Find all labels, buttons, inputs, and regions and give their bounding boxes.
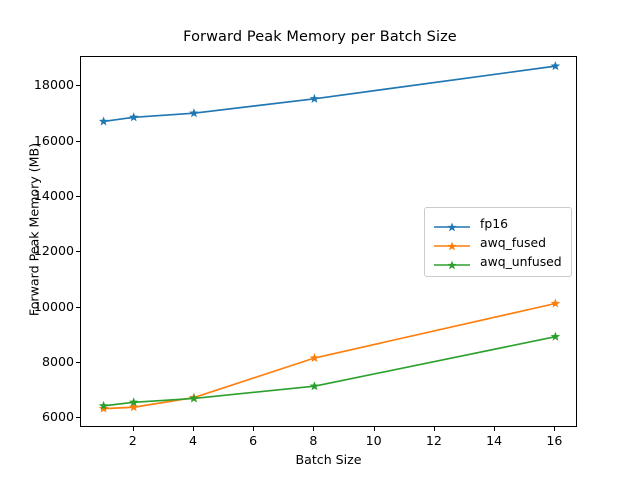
series-fp16 [98,61,561,126]
series-awq_fused [98,298,561,413]
x-tick-mark [253,427,255,431]
x-tick-mark [494,427,496,431]
y-tick-mark [76,85,80,87]
x-tick-label: 8 [309,433,318,448]
legend-label-awq-fused: awq_fused [480,234,546,250]
data-point-marker [128,112,139,122]
data-lines-svg [98,61,561,413]
legend-line-swatch [433,256,471,269]
legend-label-awq-unfused: awq_unfused [480,253,562,269]
y-tick-label: 16000 [33,132,74,148]
data-point-marker [128,397,139,407]
chart-title: Forward Peak Memory per Batch Size [183,29,457,45]
y-tick-label: 6000 [41,409,74,425]
x-tick-mark [433,427,435,431]
series-awq_unfused [98,331,561,410]
x-tick-label: 10 [365,433,382,448]
data-point-marker [98,403,109,413]
x-tick-label: 14 [486,433,503,448]
legend-line-swatch [433,218,471,231]
y-tick-label: 14000 [33,187,74,203]
y-tick-mark [76,361,80,364]
x-axis-label: Batch Size [295,452,362,467]
x-tick-label: 16 [546,433,563,448]
legend-item: awq_unfused [433,252,563,271]
series-line [102,65,557,123]
y-tick-label: 8000 [41,353,74,369]
x-tick-mark [192,427,194,431]
legend-line-swatch [433,237,471,250]
x-tick-label: 2 [128,433,137,448]
legend-item: fp16 [433,214,563,233]
y-tick-label: 10000 [33,298,74,314]
y-tick-label: 18000 [33,77,74,93]
series-line [102,335,557,407]
data-point-marker [550,61,561,71]
data-point-marker [98,116,109,126]
x-tick-label: 4 [188,433,197,448]
x-tick-mark [554,427,556,431]
y-tick-label: 12000 [33,243,74,259]
y-tick-mark [76,251,80,253]
data-point-marker [309,353,320,363]
y-tick-mark [76,195,80,198]
y-tick-mark [76,417,80,419]
x-tick-label: 12 [425,433,442,448]
chart-legend: fp16 awq_fused awq_unfused [424,207,572,277]
series-line [102,302,557,410]
y-tick-mark [76,306,80,308]
data-point-marker [189,393,199,403]
x-tick-label: 6 [249,433,258,448]
data-point-marker [98,400,109,410]
data-point-marker [309,381,320,391]
x-tick-mark [373,427,375,431]
x-tick-mark [313,427,315,431]
data-point-marker [309,93,320,103]
legend-item: awq_fused [433,233,563,252]
x-tick-mark [132,427,134,431]
data-point-marker [189,108,199,118]
data-point-marker [550,331,561,341]
data-point-marker [128,402,139,412]
y-tick-mark [76,140,80,142]
data-point-marker [550,298,561,308]
legend-label-fp16: fp16 [480,215,508,231]
